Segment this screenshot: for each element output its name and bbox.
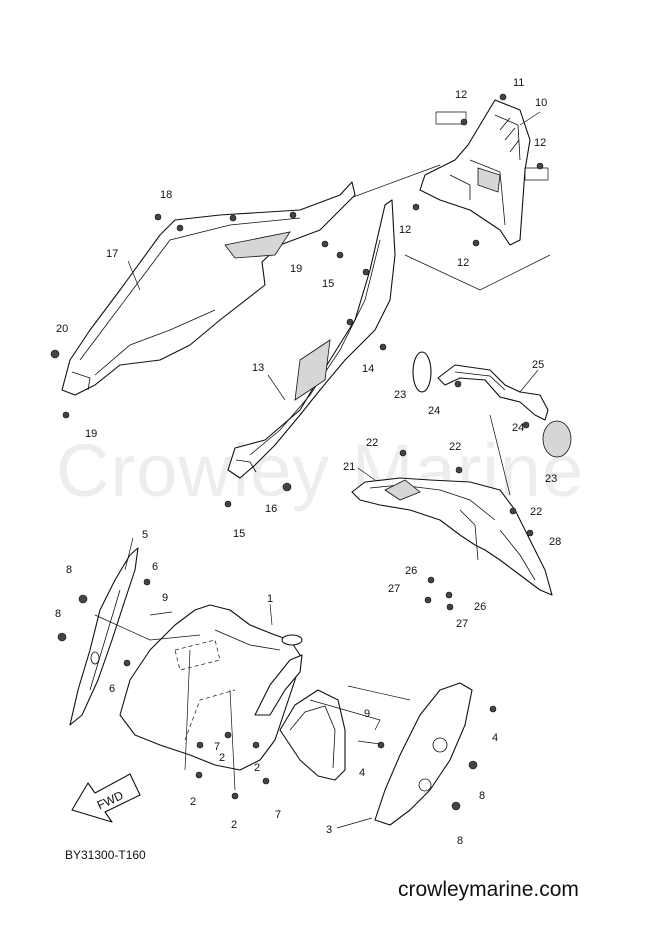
callout-15: 15 [322,278,334,290]
callout-6: 6 [152,561,158,573]
callout-2: 2 [190,796,196,808]
callout-27: 27 [456,618,468,630]
callout-12: 12 [457,257,469,269]
callout-15: 15 [233,528,245,540]
callout-21: 21 [343,461,355,473]
callout-23: 23 [394,389,406,401]
callout-9: 9 [162,592,168,604]
callout-2: 2 [231,819,237,831]
callout-3: 3 [326,824,332,836]
callout-9: 9 [364,708,370,720]
bracket-part-10 [419,99,531,246]
callout-19: 19 [85,428,97,440]
callout-7: 7 [275,809,281,821]
cover-part-3 [374,682,473,826]
callout-22: 22 [366,437,378,449]
callout-11: 11 [513,77,524,89]
inner-panel-part-13 [227,199,396,479]
callout-25: 25 [532,359,544,371]
callout-4: 4 [492,732,498,744]
callout-28: 28 [549,536,561,548]
callout-26: 26 [405,565,417,577]
callout-8: 8 [55,608,61,620]
side-cowl-part-17 [61,181,356,396]
callout-16: 16 [265,503,277,515]
callout-4: 4 [359,767,365,779]
reflector-part-23-right [542,420,572,458]
callout-24: 24 [512,422,524,434]
reflector-part-23-left [412,351,432,393]
callout-12: 12 [534,137,546,149]
rear-fender-part-21 [351,477,553,596]
fwd-arrow [71,773,141,823]
callout-19: 19 [290,263,302,275]
callout-12: 12 [455,89,467,101]
callout-10: 10 [535,97,547,109]
callout-12: 12 [399,224,411,236]
site-url-link[interactable]: crowleymarine.com [398,878,579,901]
callout-labels: 1 2 2 2 2 3 4 4 5 6 6 7 7 8 8 8 8 9 9 10… [55,77,561,847]
callout-5: 5 [142,529,148,541]
callout-8: 8 [66,564,72,576]
callout-27: 27 [388,583,400,595]
callout-13: 13 [252,362,264,374]
callout-2: 2 [219,752,225,764]
callout-23: 23 [545,473,557,485]
callout-17: 17 [106,248,118,260]
fender-stay [254,654,346,781]
callout-6: 6 [109,683,115,695]
callout-1: 1 [267,593,273,605]
side-panel-part-5 [69,547,139,726]
diagram-code: BY31300-T160 [65,848,146,862]
callout-20: 20 [56,323,68,335]
callout-2: 2 [254,762,260,774]
callout-14: 14 [362,363,374,375]
callout-24: 24 [428,405,440,417]
fasteners [50,93,544,811]
front-fender-part-1 [119,604,303,771]
leader-lines [94,111,541,829]
stay-part-25 [437,364,549,421]
callout-8: 8 [457,835,463,847]
callout-22: 22 [449,441,461,453]
callout-18: 18 [160,189,172,201]
callout-7: 7 [214,741,220,753]
callout-8: 8 [479,790,485,802]
callout-22: 22 [530,506,542,518]
callout-26: 26 [474,601,486,613]
